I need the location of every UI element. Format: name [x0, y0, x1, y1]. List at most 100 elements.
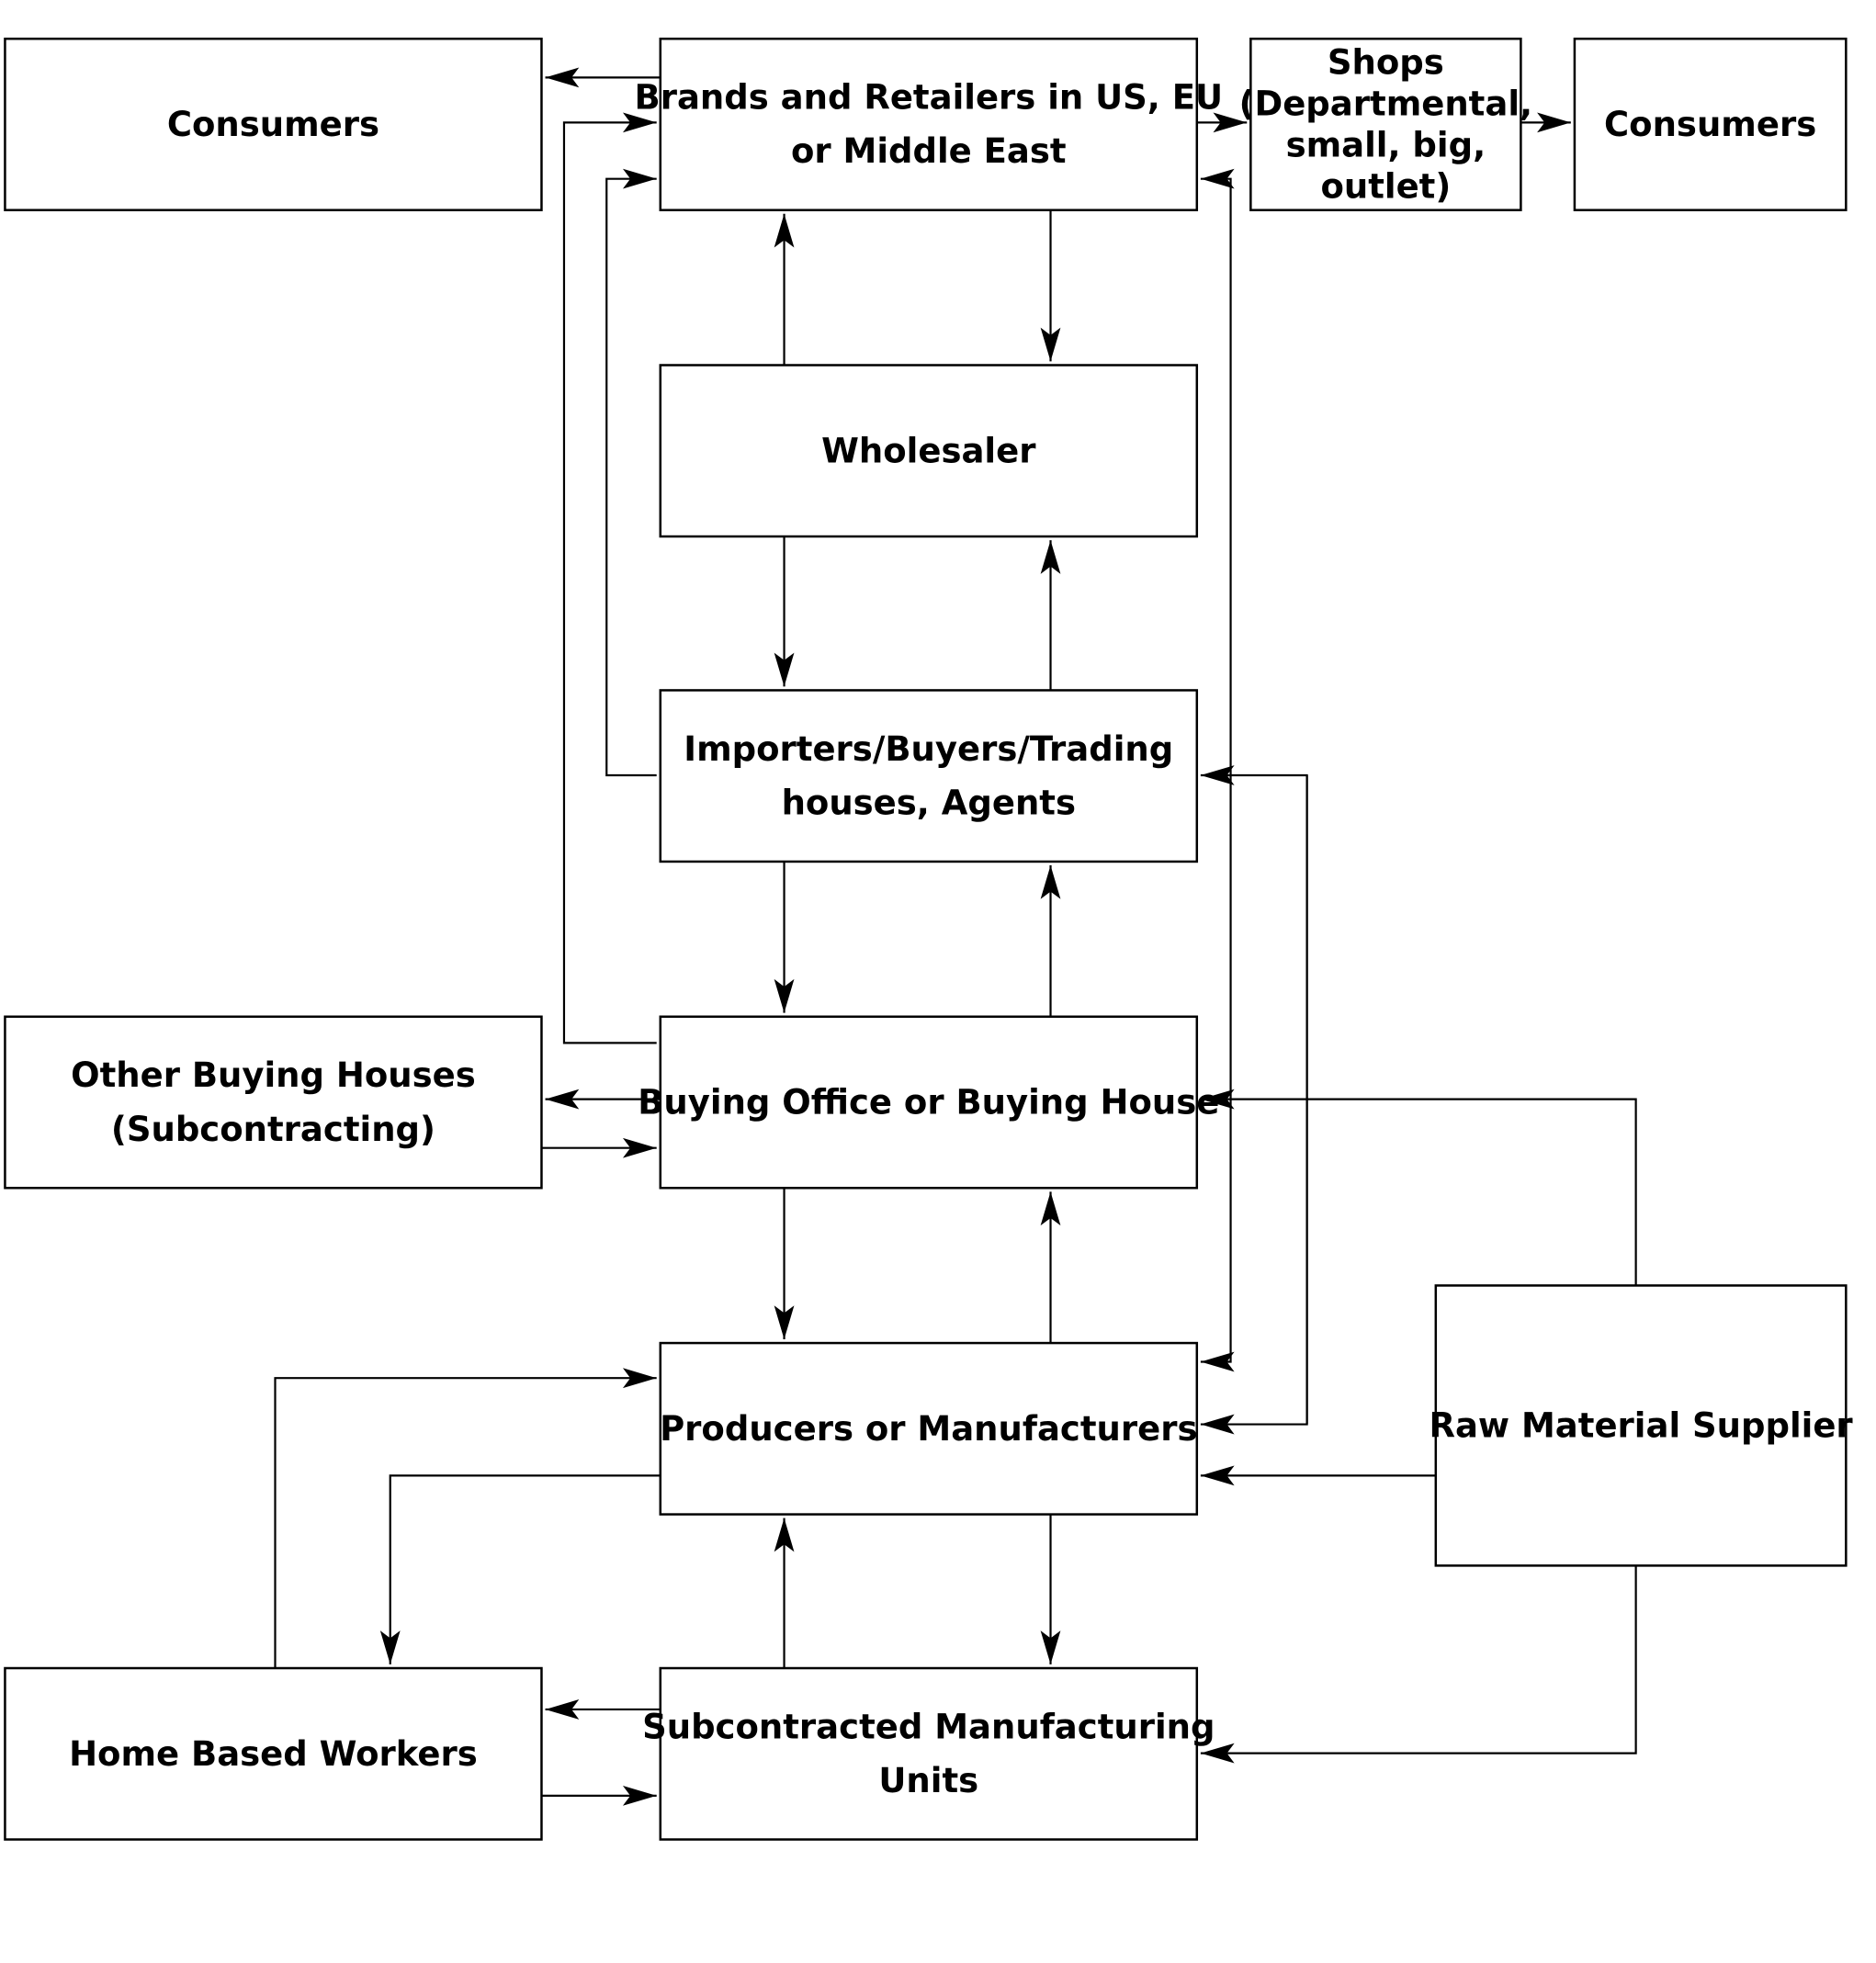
arrowhead-icon — [379, 1630, 401, 1664]
edge-importers-to-wholesaler — [1040, 540, 1061, 691]
node-box — [4, 1015, 543, 1190]
node-box — [1249, 37, 1522, 211]
node-box — [659, 689, 1199, 863]
edge-other-buying-houses-to-buying-office — [541, 1137, 657, 1158]
arrowhead-icon — [1200, 168, 1235, 189]
edge-producers-to-home-based-workers — [379, 1474, 661, 1664]
edge-importers-to-producers — [1200, 775, 1308, 1435]
node-label: Consumers — [167, 105, 379, 144]
arrowhead-icon — [1200, 765, 1235, 785]
node-box — [659, 1015, 1199, 1190]
node-box — [659, 364, 1199, 538]
node-box — [659, 1666, 1199, 1841]
node-importers: Importers/Buyers/Trading houses, Agents — [659, 689, 1199, 863]
node-label: Buying Office or Buying House — [638, 1083, 1219, 1123]
node-label: (Departmental, — [1239, 84, 1533, 123]
arrowhead-icon — [1040, 865, 1061, 899]
arrowhead-icon — [1200, 1414, 1235, 1435]
node-box — [659, 37, 1199, 211]
node-label: Home Based Workers — [69, 1734, 478, 1774]
node-label: Importers/Buyers/Trading — [684, 729, 1173, 769]
edge-buying-office-to-importers — [1040, 865, 1061, 1017]
arrowhead-icon — [622, 112, 657, 133]
node-label: Other Buying Houses — [71, 1055, 476, 1095]
arrowhead-icon — [1200, 1089, 1235, 1110]
arrowhead-icon — [1537, 112, 1571, 133]
edge-importers-to-brands-retailers — [605, 168, 657, 777]
edge-line — [1200, 1565, 1637, 1754]
node-box — [659, 1341, 1199, 1516]
edge-raw-material-supplier-to-producers — [1200, 1465, 1436, 1486]
edge-shops-to-consumers-right — [1520, 112, 1571, 133]
arrowhead-icon — [622, 168, 657, 189]
arrowhead-icon — [1040, 1191, 1061, 1226]
arrowhead-icon — [545, 67, 580, 88]
node-consumers-left: Consumers — [4, 37, 543, 211]
edge-subcontracted-units-to-home-based-workers — [545, 1699, 661, 1720]
arrowhead-icon — [774, 1517, 795, 1552]
arrowhead-icon — [774, 978, 795, 1013]
arrowhead-icon — [1200, 1465, 1235, 1486]
arrowhead-icon — [622, 1137, 657, 1158]
arrowhead-icon — [622, 1368, 657, 1389]
node-producers: Producers or Manufacturers — [659, 1341, 1199, 1516]
node-label: Shops — [1328, 43, 1444, 83]
edges-layer — [274, 67, 1637, 1806]
edge-brands-retailers-to-wholesaler — [1040, 209, 1061, 362]
edge-buying-office-to-brands-retailers — [562, 112, 657, 1044]
node-label: Producers or Manufacturers — [660, 1409, 1197, 1449]
edge-line — [562, 121, 657, 1044]
arrowhead-icon — [774, 652, 795, 687]
node-box — [4, 1666, 543, 1841]
node-wholesaler: Wholesaler — [659, 364, 1199, 538]
nodes-layer: Consumers Brands and Retailers in US, EUo… — [4, 37, 1853, 1841]
node-shops: Shops(Departmental,small, big,outlet) — [1239, 37, 1533, 211]
edge-home-based-workers-to-producers — [274, 1368, 657, 1669]
node-raw-material-supplier: Raw Material Supplier — [1429, 1284, 1853, 1567]
edge-brands-retailers-to-producers — [1200, 1351, 1235, 1372]
node-label: houses, Agents — [782, 783, 1076, 822]
edge-brands-retailers-to-shops — [1196, 112, 1248, 133]
arrowhead-icon — [545, 1089, 580, 1110]
node-label: Wholesaler — [821, 431, 1036, 470]
node-other-buying-houses: Other Buying Houses (Subcontracting) — [4, 1015, 543, 1190]
edge-home-based-workers-to-subcontracted-units — [541, 1785, 657, 1806]
edge-raw-material-supplier-to-buying-office — [1200, 1089, 1637, 1286]
edge-line — [1200, 1098, 1637, 1286]
edge-producers-to-buying-office — [1040, 1191, 1061, 1344]
node-home-based-workers: Home Based Workers — [4, 1666, 543, 1841]
edge-line — [1200, 775, 1308, 1426]
arrowhead-icon — [774, 213, 795, 248]
arrowhead-icon — [1213, 112, 1248, 133]
arrowhead-icon — [622, 1785, 657, 1806]
node-box — [1573, 37, 1848, 211]
node-consumers-right: Consumers — [1573, 37, 1848, 211]
node-label: or Middle East — [791, 131, 1067, 171]
node-buying-office: Buying Office or Buying House — [638, 1015, 1219, 1190]
edge-producers-to-brands-retailers — [1200, 168, 1235, 1355]
arrowhead-icon — [774, 1305, 795, 1339]
node-box — [4, 37, 543, 211]
edge-producers-to-subcontracted-units — [1040, 1514, 1061, 1664]
edge-buying-office-to-producers — [774, 1188, 795, 1339]
edge-line — [605, 177, 657, 777]
node-label: small, big, — [1286, 125, 1486, 164]
arrowhead-icon — [1040, 327, 1061, 362]
edge-wholesaler-to-brands-retailers — [774, 213, 795, 366]
node-box — [1434, 1284, 1848, 1567]
arrowhead-icon — [1200, 1743, 1235, 1764]
arrowhead-icon — [1040, 1630, 1061, 1664]
edge-brands-retailers-to-consumers-left — [545, 67, 661, 88]
edge-buying-office-to-other-buying-houses — [545, 1089, 661, 1110]
edge-importers-to-buying-office — [774, 861, 795, 1013]
edge-raw-material-supplier-to-subcontracted-units — [1200, 1565, 1637, 1764]
node-label: outlet) — [1320, 166, 1451, 206]
node-label: (Subcontracting) — [111, 1110, 435, 1149]
node-label: Subcontracted Manufacturing — [642, 1708, 1215, 1747]
node-label: Raw Material Supplier — [1429, 1405, 1853, 1445]
arrowhead-icon — [1040, 540, 1061, 574]
arrowhead-icon — [545, 1699, 580, 1720]
